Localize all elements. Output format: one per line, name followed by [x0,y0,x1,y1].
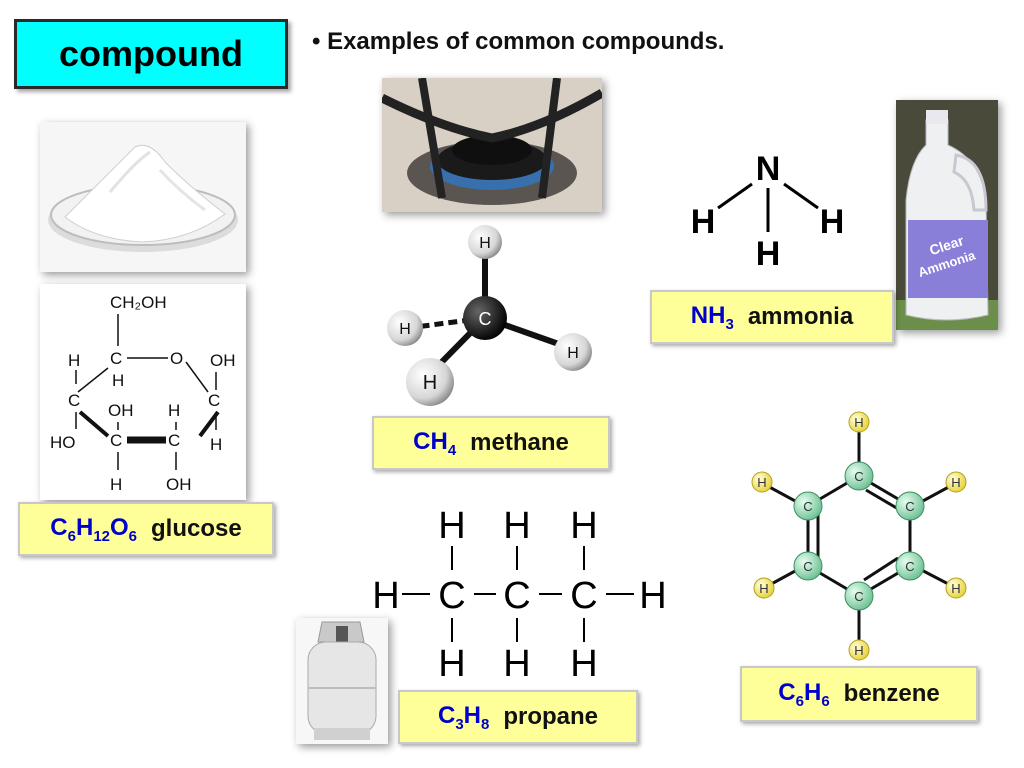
methane-h-atom [468,225,502,259]
methane-h-label-3: H [567,345,579,362]
benzene-label: C6H6 benzene [740,666,978,722]
methane-label: CH4 methane [372,416,610,470]
methane-h-label-4: H [423,372,437,394]
benzene-model: H H H H H H C C C C C C [751,411,967,661]
c-atom-1: C [110,349,122,368]
glucose-label: C6H12O6 glucose [18,502,274,556]
benzene-h-label: H [854,415,863,430]
propane-h-atom: H [503,505,530,547]
ammonia-n-atom: N [756,150,781,188]
glucose-name: glucose [151,515,242,542]
propane-c-atom: C [570,575,597,617]
propane-label: C3H8 propane [398,690,638,744]
benzene-h-label: H [854,643,863,658]
methane-c-atom [463,296,507,340]
propane-c-atom: C [503,575,530,617]
methane-h-atom [406,358,454,406]
benzene-formula: C6H6 [778,678,830,710]
c-atom-4: C [110,431,122,450]
h-atom-4: H [210,435,222,454]
benzene-c-atom [793,491,823,521]
propane-h-atom: H [438,643,465,685]
propane-h-atom: H [372,575,399,617]
benzene-c-label: C [905,559,914,574]
o-atom: O [170,349,183,368]
methane-h-atom [554,333,592,371]
h-atom-2: H [112,371,124,390]
methane-h-label-2: H [399,321,411,338]
ch2oh-text: CH₂OH [110,293,167,312]
oh-text-1: OH [210,351,236,370]
ammonia-name: ammonia [747,303,854,330]
methane-c-label: C [479,309,492,329]
benzene-c-label: C [803,559,812,574]
benzene-h-atom [945,471,967,493]
propane-h-atom: H [438,505,465,547]
benzene-c-label: C [803,499,812,514]
ammonia-label: NH3 ammonia [650,290,894,344]
methane-formula: CH4 [413,427,457,459]
propane-h-atom: H [639,575,666,617]
propane-h-atom: H [570,643,597,685]
ammonia-h-atom-1: H [691,203,716,241]
benzene-c-label: C [854,469,863,484]
methane-h-atom [387,310,423,346]
benzene-h-atom [848,639,870,661]
oh-text-3: OH [166,475,192,494]
benzene-h-label: H [759,581,768,596]
oh-text-2: OH [108,401,134,420]
page-title: compound [59,33,243,74]
benzene-c-atom [844,581,874,611]
ammonia-structure: N H H H [691,150,845,273]
benzene-h-atom [848,411,870,433]
benzene-c-label: C [854,589,863,604]
glucose-structure: CH₂OH H C O OH H C C HO OH H H C C H OH [40,284,246,500]
benzene-c-atom [895,491,925,521]
benzene-h-atom [945,577,967,599]
h-atom-1: H [68,351,80,370]
benzene-c-atom [895,551,925,581]
benzene-h-label: H [757,475,766,490]
ammonia-bottle-photo: Clear Ammonia [896,100,998,330]
ho-text: HO [50,433,76,452]
benzene-c-label: C [905,499,914,514]
benzene-h-atom [751,471,773,493]
benzene-c-atom [844,461,874,491]
propane-h-atom: H [570,505,597,547]
benzene-h-label: H [951,475,960,490]
propane-name: propane [503,703,599,730]
benzene-h-atom [753,577,775,599]
c-atom-3: C [208,391,220,410]
propane-structure: H H H H C C C H H H H [372,505,666,685]
h-atom-5: H [110,475,122,494]
propane-tank-photo [296,618,388,744]
benzene-name: benzene [843,680,940,707]
bullet-text: • Examples of common compounds. [312,28,725,55]
c-atom-2: C [68,391,80,410]
title-box: compound [14,19,288,89]
methane-h-label-1: H [479,235,491,252]
propane-c-atom: C [438,575,465,617]
propane-formula: C3H8 [437,701,490,733]
benzene-h-label: H [951,581,960,596]
benzene-c-atom [793,551,823,581]
propane-h-atom: H [503,643,530,685]
c-atom-5: C [168,431,180,450]
glucose-powder-photo [40,122,246,272]
ammonia-h-atom-2: H [820,203,845,241]
methane-name: methane [470,429,569,456]
methane-model: H H H H C [387,225,592,406]
h-atom-3: H [168,401,180,420]
glucose-formula: C6H12O6 [50,513,138,545]
ammonia-h-atom-3: H [756,235,781,273]
gas-burner-photo [382,78,602,212]
ammonia-formula: NH3 [690,301,734,333]
